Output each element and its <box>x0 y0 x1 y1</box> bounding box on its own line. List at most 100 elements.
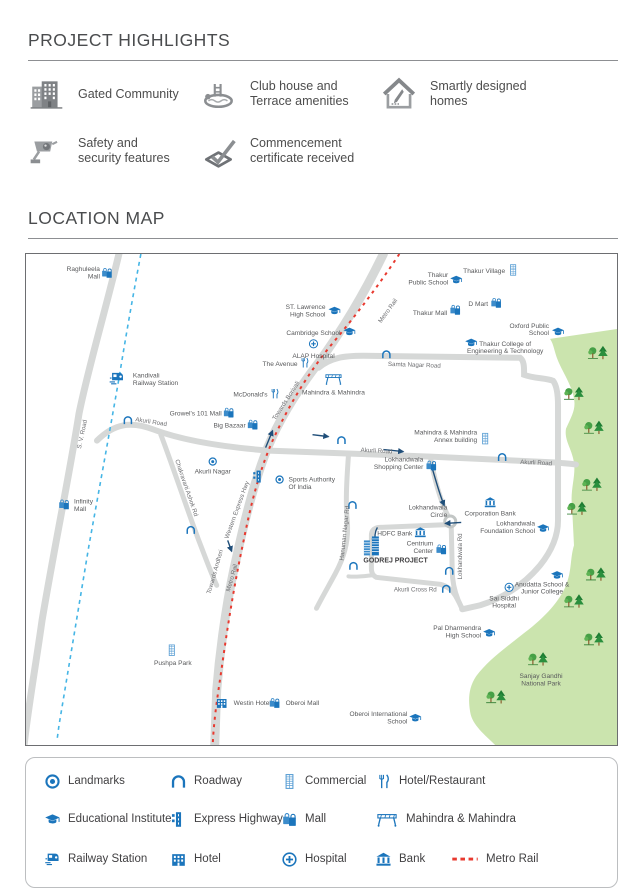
legend-label: Hotel <box>194 853 221 865</box>
legend-item-landmarks: Landmarks <box>44 769 125 793</box>
road-label-samta-nagar-road: Samta Nagar Road <box>388 361 442 370</box>
commercial-icon <box>510 264 517 276</box>
legend-label: Mahindra & Mahindra <box>406 813 516 825</box>
place-growel-s-101-mall: Growel's 101 Mall <box>170 407 234 418</box>
commercial-icon <box>168 644 175 656</box>
legend-label: Bank <box>399 853 426 865</box>
place-label: HDFC Bank <box>377 530 413 537</box>
place-label: GODREJ PROJECT <box>363 557 428 564</box>
place-label: McDonald's <box>233 392 268 399</box>
legend-item-bank: Bank <box>375 847 425 871</box>
direction-arrow <box>226 540 233 553</box>
place-big-bazaar: Big Bazaar <box>213 419 258 430</box>
road-label-lokhandwala-rd: Lokhandwala Rd <box>457 533 464 580</box>
legend-label: Educational Institute <box>68 813 172 825</box>
gate-icon <box>375 811 399 828</box>
direction-arrow <box>444 519 462 527</box>
divider <box>28 60 618 61</box>
place-mahindra-mahindra: Mahindra & Mahindra <box>302 374 365 397</box>
place-d-mart: D Mart <box>468 297 502 309</box>
bank-icon <box>375 851 392 868</box>
commercial-icon <box>482 432 489 445</box>
highlight-smartly-designed: Smartly designed homes <box>380 74 527 114</box>
legend-item-hotel-restaurant: Hotel/Restaurant <box>375 769 485 793</box>
edu-icon <box>44 811 61 828</box>
place-anudatta-school: Anudatta School &Junior College <box>515 570 570 596</box>
legend-item-hotel: Hotel <box>170 847 221 871</box>
place-label: Thakur Village <box>463 268 505 275</box>
roadway-icon <box>170 773 187 790</box>
place-label: Westin Hotel <box>234 700 272 707</box>
highlight-label: Safety and security features <box>78 136 170 165</box>
highlight-club-house-and: Club house and Terrace amenities <box>200 74 349 114</box>
home-icon <box>380 75 418 113</box>
location-map-title: LOCATION MAP <box>28 208 165 228</box>
highlight-safety-and: Safety and security features <box>28 131 170 171</box>
direction-arrow <box>431 468 446 507</box>
place-label: Akurli Nagar <box>195 469 232 476</box>
place-godrej-project: GODREJ PROJECT <box>363 535 428 564</box>
place-the-avenue: The Avenue <box>263 357 309 368</box>
hotel-icon <box>216 699 227 708</box>
highlight-label: Smartly designed homes <box>430 79 527 108</box>
highlight-commencement: Commencement certificate received <box>200 131 354 171</box>
legend-item-mahindra-mahindra: Mahindra & Mahindra <box>375 807 516 831</box>
cctv-icon <box>28 132 66 170</box>
road-label-akurli-road: Akurli Road <box>520 459 553 468</box>
road-akurli-cross-rd <box>346 573 374 579</box>
metro-icon <box>451 854 479 864</box>
park-layer <box>469 328 617 745</box>
place-akurli-nagar: Akurli Nagar <box>195 457 232 476</box>
place-mcdonald-s: McDonald's <box>233 388 279 399</box>
place-thakur-mall: Thakur Mall <box>413 304 461 317</box>
place-corporation-bank: Corporation Bank <box>465 497 516 517</box>
legend-label: Hotel/Restaurant <box>399 775 486 787</box>
legend-item-educational-institute: Educational Institute <box>44 807 172 831</box>
road-western-express-hwy <box>210 254 388 745</box>
mall-icon <box>281 811 298 828</box>
railway-icon <box>44 851 61 868</box>
place-label: Thakur Mall <box>413 310 448 317</box>
road-samta-nagar-east-loop <box>315 352 562 613</box>
place-label: Anudatta School &Junior College <box>515 581 570 595</box>
suburban-rail-line <box>56 254 142 741</box>
legend-item-metro-rail: Metro Rail <box>451 847 538 871</box>
legend-label: Mall <box>305 813 327 825</box>
legend-label: Hospital <box>305 853 347 865</box>
place-cambridge-school: Cambridge School <box>286 327 356 337</box>
road-label-akurli-road: Akurli Road <box>360 447 393 456</box>
place-label: Big Bazaar <box>213 423 246 430</box>
cert-icon <box>200 132 238 170</box>
hospital-icon <box>281 851 298 868</box>
legend-label: Roadway <box>194 775 242 787</box>
place-hdfc-bank: HDFC Bank <box>377 527 426 537</box>
road-label-akurli-cross-rd: Akurli Cross Rd <box>394 586 437 593</box>
place-label: ALAP Hospital <box>292 353 335 360</box>
road-chakravarti-ashok-rd <box>158 432 220 588</box>
direction-arrow <box>383 447 405 455</box>
